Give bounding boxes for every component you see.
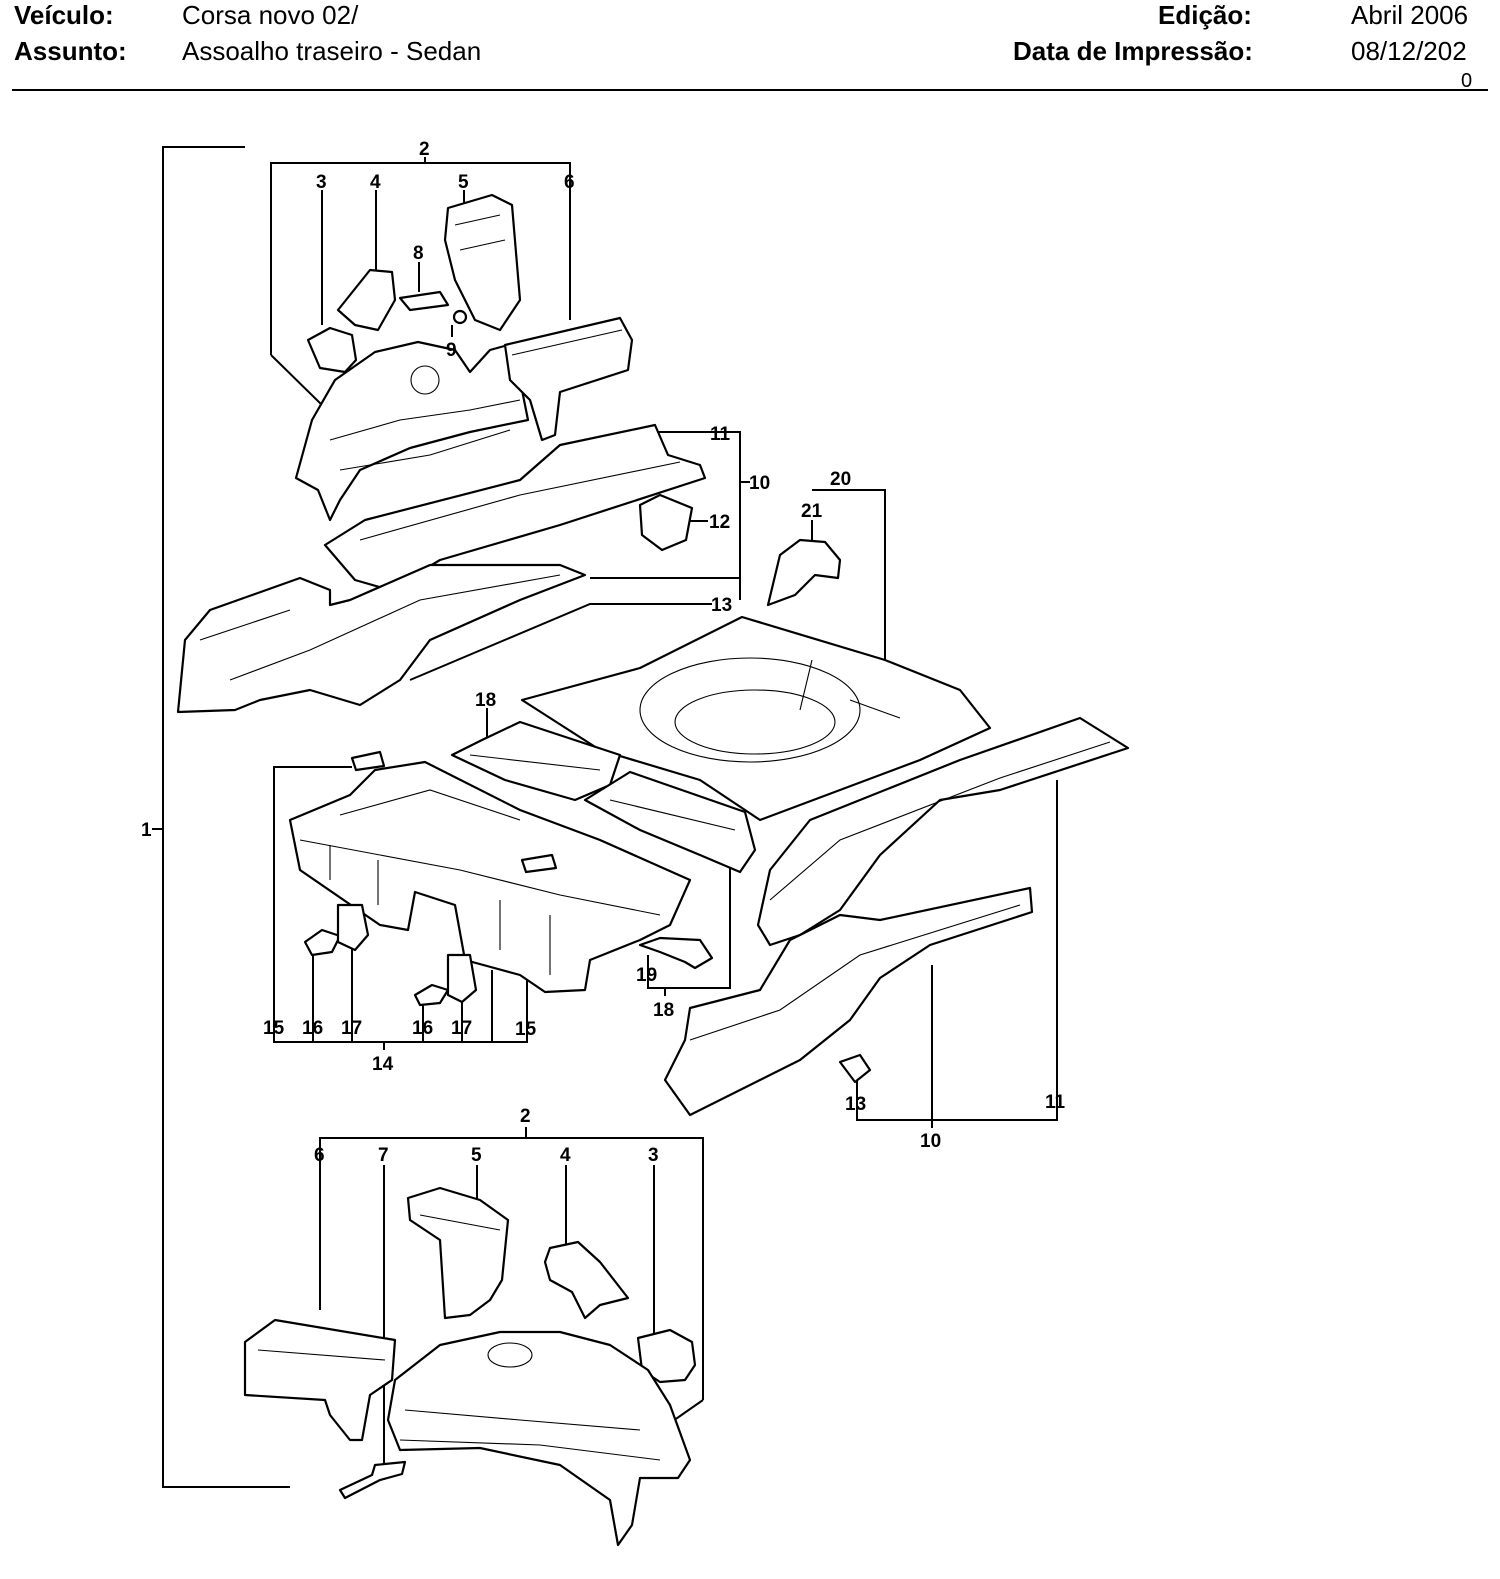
callout-17-mid: 17 bbox=[451, 1018, 472, 1039]
top-part-8-9 bbox=[398, 290, 468, 325]
vehicle-label: Veículo: bbox=[14, 0, 114, 30]
bottom-wheelhouse bbox=[386, 1330, 692, 1547]
callout-4-bottom: 4 bbox=[560, 1145, 571, 1166]
top-part-5 bbox=[443, 193, 522, 332]
callout-13-bottom: 13 bbox=[845, 1094, 866, 1115]
header-rule bbox=[12, 89, 1488, 91]
top-part-4 bbox=[336, 268, 397, 332]
spare-well-floor-20 bbox=[520, 615, 992, 822]
callout-18-top: 18 bbox=[475, 690, 496, 711]
callout-20: 20 bbox=[830, 469, 851, 490]
callout-11-bottom: 11 bbox=[1045, 1092, 1066, 1113]
callout-16-mid: 16 bbox=[412, 1018, 433, 1039]
crossmember-18b bbox=[583, 770, 757, 874]
callout-15-right: 15 bbox=[515, 1019, 537, 1040]
callout-15-left: 15 bbox=[263, 1018, 285, 1039]
print-date-label: Data de Impressão: bbox=[1013, 36, 1253, 66]
callout-10-bottom: 10 bbox=[920, 1131, 941, 1152]
callout-5-bottom: 5 bbox=[471, 1145, 482, 1166]
callout-17-left: 17 bbox=[341, 1018, 362, 1039]
callout-labels: 1 2 3 4 5 6 8 9 11 10 12 13 20 21 18 15 … bbox=[141, 139, 1066, 1166]
bracket-21 bbox=[766, 538, 842, 607]
print-date-value: 08/12/202 bbox=[1351, 36, 1467, 66]
callout-10-top: 10 bbox=[749, 473, 770, 494]
bottom-part-7 bbox=[338, 1460, 407, 1500]
left-rail-13 bbox=[176, 563, 587, 714]
bottom-part-4 bbox=[543, 1240, 630, 1320]
callout-1: 1 bbox=[141, 820, 152, 841]
floor-brackets-16-17 bbox=[303, 903, 478, 1007]
callout-13-top: 13 bbox=[711, 595, 732, 616]
floor-clips-15 bbox=[350, 750, 558, 874]
callout-18-bottom: 18 bbox=[653, 1000, 674, 1021]
callout-3-bottom: 3 bbox=[648, 1145, 659, 1166]
bottom-part-6 bbox=[243, 1318, 397, 1442]
callout-8: 8 bbox=[413, 243, 424, 264]
subject-label: Assunto: bbox=[14, 36, 127, 66]
bracket-19 bbox=[638, 936, 714, 970]
edition-value: Abril 2006 bbox=[1351, 0, 1469, 30]
top-part-6 bbox=[503, 316, 634, 442]
front-floor-panel-14 bbox=[288, 760, 692, 994]
crossmember-18 bbox=[450, 720, 622, 802]
callout-14: 14 bbox=[372, 1054, 394, 1075]
callout-16-left: 16 bbox=[302, 1018, 323, 1039]
bottom-part-5 bbox=[406, 1186, 510, 1320]
callout-19: 19 bbox=[636, 965, 657, 986]
callout-2-bottom: 2 bbox=[520, 1106, 531, 1127]
callout-3-top: 3 bbox=[316, 172, 327, 193]
callout-5-top: 5 bbox=[458, 172, 469, 193]
callout-6-top: 6 bbox=[564, 172, 575, 193]
top-part-3 bbox=[306, 326, 358, 374]
right-rail-13 bbox=[663, 886, 1034, 1117]
callout-12: 12 bbox=[709, 512, 730, 533]
callout-9: 9 bbox=[446, 340, 457, 361]
vehicle-value: Corsa novo 02/ bbox=[182, 0, 359, 30]
callout-21: 21 bbox=[801, 501, 823, 522]
callout-7: 7 bbox=[378, 1145, 389, 1166]
leader-lines bbox=[152, 146, 1058, 1488]
callout-6-bottom: 6 bbox=[314, 1145, 325, 1166]
callout-4-top: 4 bbox=[370, 172, 381, 193]
callout-11-top: 11 bbox=[710, 424, 731, 445]
left-part-12 bbox=[638, 493, 694, 552]
subject-value: Assoalho traseiro - Sedan bbox=[182, 36, 482, 66]
edition-label: Edição: bbox=[1158, 0, 1252, 30]
callout-2-top: 2 bbox=[419, 139, 430, 160]
